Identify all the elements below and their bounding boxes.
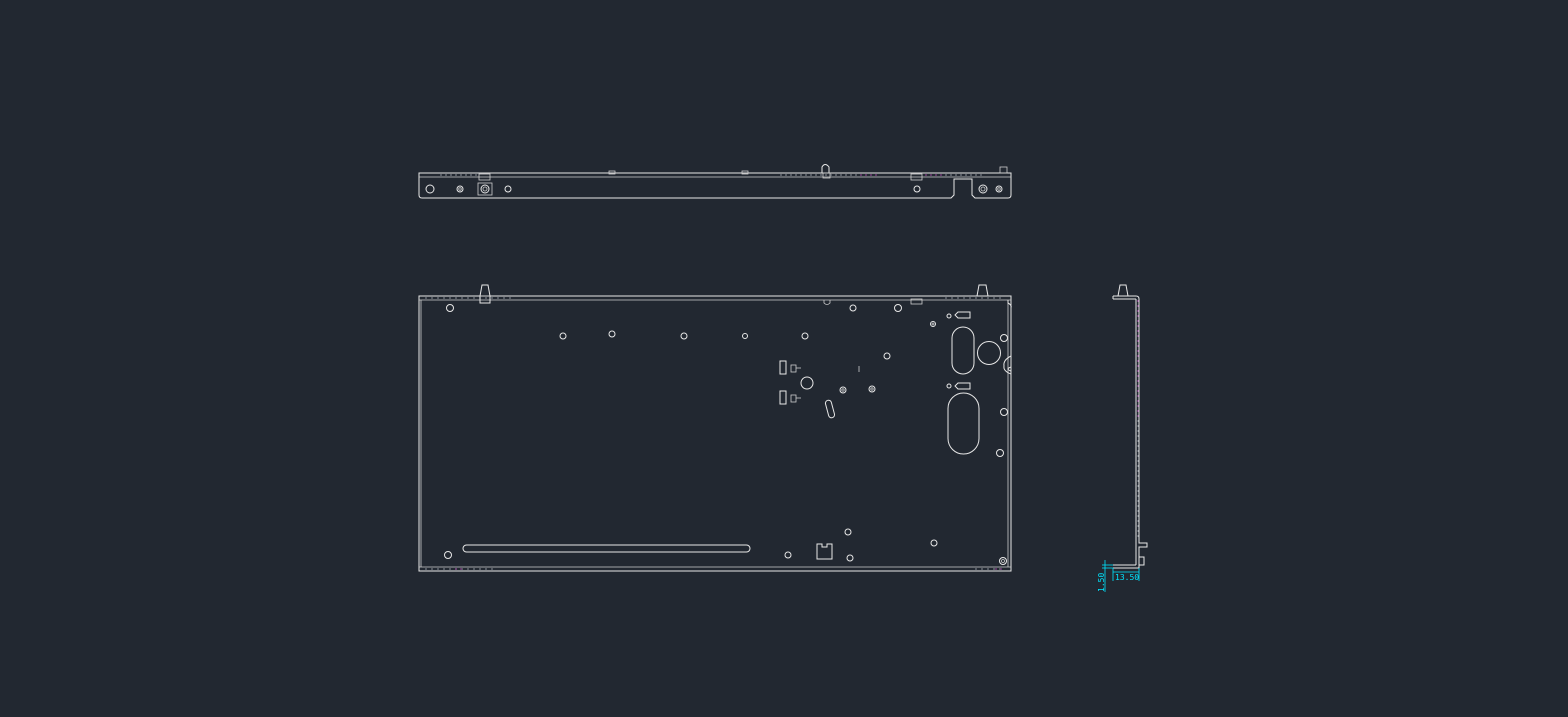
front-view-keyhole [954,382,971,390]
top-view-hole [425,184,435,194]
top-view-outline [418,172,1012,199]
top-view-hook [821,164,830,173]
front-view-hole [846,554,854,562]
top-view[interactable] [418,164,1012,199]
top-view-hole [456,185,464,193]
front-view-slot-rect [779,390,787,405]
dimension-vertical-text: 1.50 [1097,573,1106,592]
front-view-hole [844,528,852,536]
front-view-notch [823,300,831,305]
front-view-bracket [816,543,833,560]
top-view-tab [478,173,491,181]
dimension-horizontal[interactable]: 13.50 [1112,568,1140,582]
top-view-tab [608,170,616,175]
top-view-hole [504,185,512,193]
side-view-tab [1138,556,1145,566]
top-view-tab [741,170,749,175]
front-view-oblong-slot [824,399,836,419]
front-view-hole [801,332,809,340]
top-view-hole [978,184,988,194]
top-view-hole [980,186,986,192]
front-view-hole [784,551,792,559]
top-view-hole [480,184,490,194]
top-view-hole [997,187,1001,191]
dimension-vertical[interactable]: 1.50 [1097,560,1113,592]
front-view-hole [946,313,952,319]
front-view-hole [999,557,1007,565]
front-view-hole [1000,408,1008,416]
front-view-edge-cutout [1007,366,1012,372]
front-view-hole [742,333,748,339]
front-view-notch [910,298,923,305]
front-view-hole [870,387,874,391]
front-view-hole [841,388,845,392]
top-view-hole [458,187,462,191]
front-view-large-hole [977,341,1001,365]
top-view-tab [822,172,831,179]
front-view[interactable] [418,284,1012,572]
front-view-hole [894,304,902,312]
front-view-hole [868,385,876,393]
top-view-tab [999,166,1008,174]
front-view-hole [930,539,938,547]
front-view-hole [931,322,935,326]
front-view-outline [418,295,1012,572]
front-view-hole [996,449,1004,457]
front-view-hole [444,551,452,559]
front-view-connector [790,394,797,403]
front-view-hole [839,386,847,394]
front-view-hole [559,332,567,340]
front-view-slot-rect [779,360,787,375]
front-view-large-slot [947,392,980,455]
side-view-clip [1117,284,1129,297]
front-view-hole [883,352,891,360]
top-view-boss-frame [477,182,493,196]
top-view-hole [482,186,488,192]
top-view-hole [995,185,1003,193]
top-view-tab [910,173,923,181]
front-view-hole [849,304,857,312]
side-view[interactable]: 1.50 13.50 [1097,284,1148,592]
dimension-horizontal-text: 13.50 [1115,573,1139,582]
front-view-hole [1001,559,1005,563]
front-view-large-slot [951,326,975,375]
front-view-clip [976,284,989,297]
front-view-hole [946,383,952,389]
front-view-hole [446,304,454,312]
front-view-hole [930,321,936,327]
front-view-hole [1000,334,1008,342]
front-view-edge-cutout [1007,300,1012,309]
front-view-hole [608,330,616,338]
front-view-long-slot [462,544,751,553]
side-view-top-flange [1113,295,1148,569]
front-view-keyhole [954,311,971,319]
front-view-connector [790,364,797,373]
front-view-hole [800,376,814,390]
top-view-hole [913,185,921,193]
front-view-hole [680,332,688,340]
front-view-edge-cutout [1003,355,1012,375]
